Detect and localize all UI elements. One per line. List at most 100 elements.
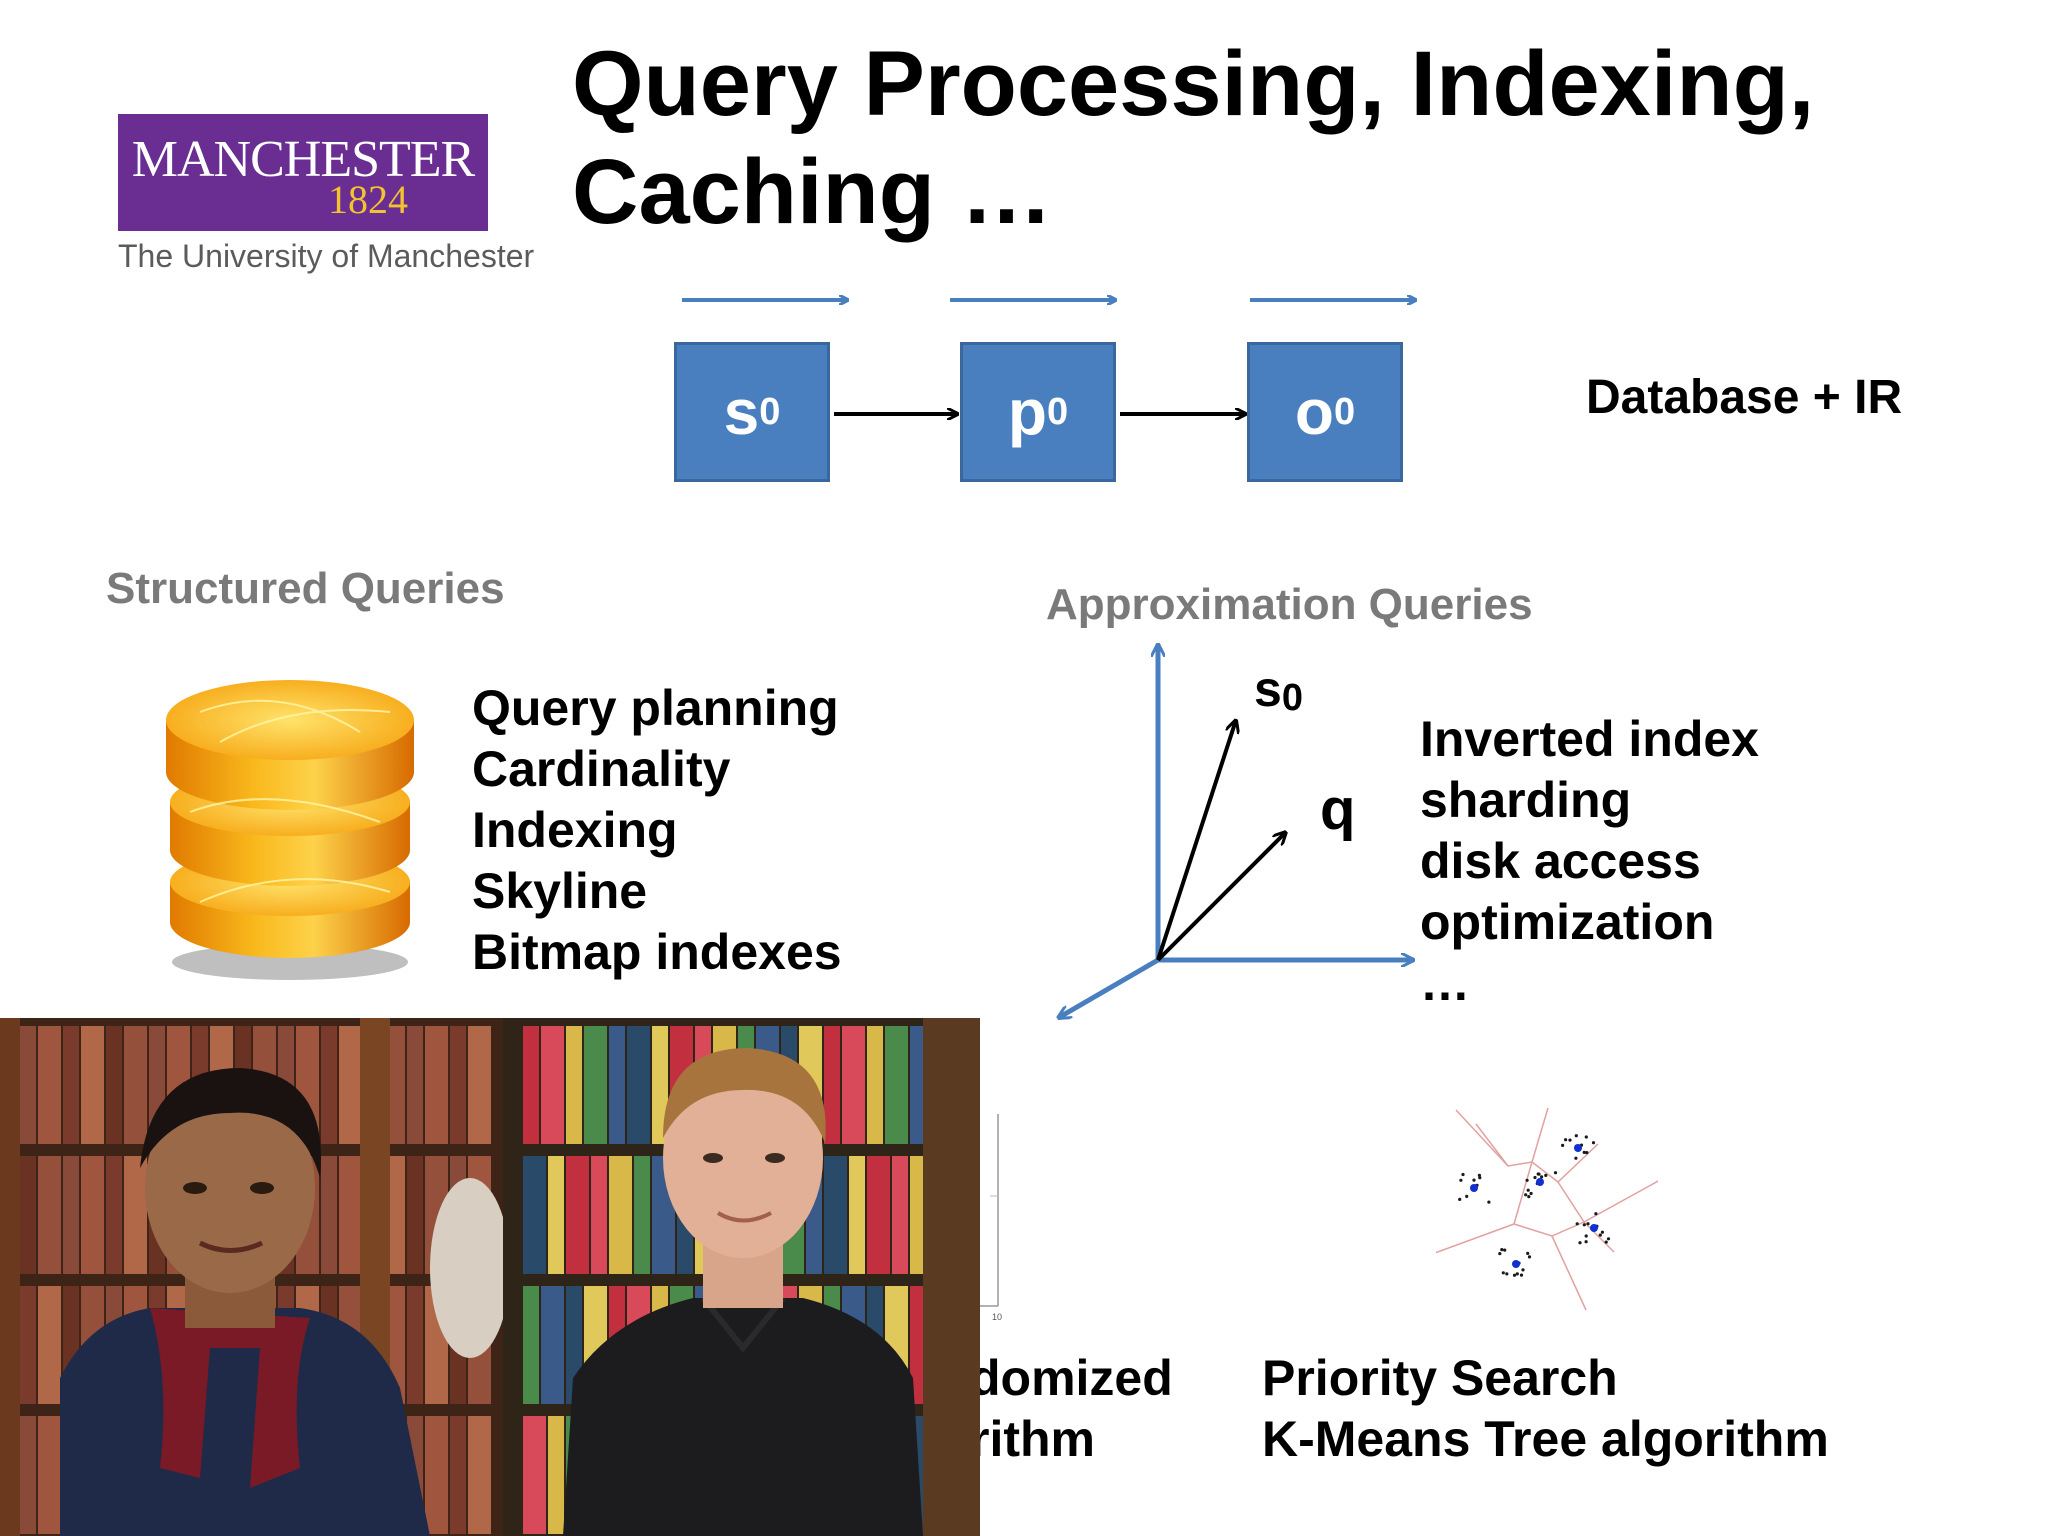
vector-s0 bbox=[1156, 720, 1236, 961]
book-spine bbox=[548, 1416, 564, 1534]
structured-heading: Structured Queries bbox=[106, 564, 505, 613]
book-spine bbox=[910, 1026, 926, 1144]
book-spine bbox=[20, 1286, 36, 1404]
book-spine bbox=[425, 1416, 448, 1534]
book-spine bbox=[339, 1156, 362, 1274]
hidden-chart-frame bbox=[980, 1114, 999, 1307]
scatter-dot bbox=[1459, 1178, 1463, 1182]
book-spine bbox=[81, 1156, 104, 1274]
scatter-dot bbox=[1525, 1178, 1529, 1182]
book-spine bbox=[407, 1156, 423, 1274]
book-spine bbox=[20, 1156, 36, 1274]
list-item: optimization bbox=[1420, 894, 1715, 950]
scatter-dot bbox=[1584, 1135, 1588, 1139]
book-spine bbox=[106, 1156, 122, 1274]
vector-q bbox=[1156, 832, 1286, 962]
scatter-dot bbox=[1594, 1212, 1598, 1216]
person-photo-1 bbox=[0, 1018, 503, 1536]
scatter-dot bbox=[1498, 1252, 1502, 1256]
book-spine bbox=[566, 1026, 582, 1144]
title-line-1: Query Processing, Indexing, bbox=[572, 33, 1815, 135]
scatter-dot bbox=[1600, 1230, 1604, 1234]
logo-subtitle: The University of Manchester bbox=[118, 238, 535, 274]
book-spine bbox=[63, 1026, 79, 1144]
priority-line-2: K-Means Tree algorithm bbox=[1262, 1411, 1829, 1467]
university-logo: MANCHESTER 1824 bbox=[118, 114, 488, 231]
scatter-dot bbox=[1527, 1255, 1532, 1259]
scatter-dot bbox=[1591, 1141, 1596, 1145]
scatter-dot bbox=[1586, 1222, 1590, 1226]
scatter-dot bbox=[1472, 1178, 1476, 1182]
logo-name: MANCHESTER bbox=[131, 131, 475, 188]
book-spine bbox=[106, 1026, 122, 1144]
book-spine bbox=[591, 1156, 607, 1274]
predicate-letter: p bbox=[1007, 376, 1047, 448]
subject-letter: s bbox=[723, 376, 760, 448]
approximation-list: Inverted index sharding disk access opti… bbox=[1420, 709, 1759, 1014]
book-spine bbox=[548, 1156, 564, 1274]
book-spine bbox=[541, 1286, 564, 1404]
book-spine bbox=[38, 1026, 61, 1144]
book-spine bbox=[523, 1416, 546, 1534]
object-sub: 0 bbox=[1333, 390, 1356, 433]
book-spine bbox=[609, 1156, 632, 1274]
scatter-dot bbox=[1465, 1194, 1469, 1198]
scatter-dot bbox=[1477, 1173, 1481, 1177]
book-spine bbox=[321, 1156, 337, 1274]
randomized-text: domized rithm bbox=[970, 1348, 1173, 1470]
scatter-dot bbox=[1458, 1197, 1462, 1201]
scatter-dot bbox=[1584, 1234, 1588, 1238]
partial-line-1: domized bbox=[970, 1350, 1173, 1406]
scatter-dot bbox=[1553, 1171, 1558, 1175]
scatter-dot bbox=[1564, 1138, 1568, 1142]
kmeans-voronoi-icon bbox=[1436, 1107, 1658, 1311]
book-spine bbox=[124, 1026, 147, 1144]
book-spine bbox=[652, 1026, 668, 1144]
list-item: Bitmap indexes bbox=[472, 924, 842, 980]
s0-sub: 0 bbox=[1281, 677, 1303, 719]
scatter-dot bbox=[1501, 1271, 1505, 1275]
book-spine bbox=[38, 1156, 61, 1274]
s0-letter: s bbox=[1254, 661, 1282, 717]
book-spine bbox=[81, 1026, 104, 1144]
list-item: Cardinality bbox=[472, 741, 731, 797]
book-spine bbox=[523, 1286, 539, 1404]
scatter-dot bbox=[1584, 1240, 1588, 1244]
person-photo-2 bbox=[503, 1018, 980, 1536]
book-spine bbox=[584, 1026, 607, 1144]
scatter-dot bbox=[1533, 1175, 1537, 1180]
book-spine bbox=[566, 1156, 589, 1274]
scatter-dot bbox=[1582, 1223, 1586, 1227]
object-letter: o bbox=[1294, 376, 1334, 448]
book-spine bbox=[38, 1416, 61, 1534]
book-spine bbox=[339, 1026, 362, 1144]
partial-line-2: rithm bbox=[970, 1411, 1095, 1467]
scatter-dot bbox=[1505, 1272, 1509, 1276]
list-item: Indexing bbox=[472, 802, 678, 858]
scatter-dot bbox=[1578, 1241, 1582, 1245]
scatter-dot bbox=[1521, 1268, 1525, 1272]
book-spine bbox=[867, 1156, 890, 1274]
scatter-dot bbox=[1527, 1195, 1531, 1199]
book-spine bbox=[468, 1416, 491, 1534]
vector-q-label: q bbox=[1320, 777, 1356, 842]
list-item: Inverted index bbox=[1420, 711, 1759, 767]
scatter-dot bbox=[1561, 1143, 1565, 1147]
scatter-dot bbox=[1524, 1193, 1528, 1197]
book-spine bbox=[842, 1026, 865, 1144]
book-spine bbox=[450, 1026, 466, 1144]
book-spine bbox=[824, 1156, 847, 1274]
book-spine bbox=[885, 1026, 908, 1144]
logo-year: 1824 bbox=[328, 177, 408, 222]
scatter-dot bbox=[1503, 1248, 1507, 1252]
chart-tick-label: 10 bbox=[992, 1312, 1003, 1322]
book-spine bbox=[468, 1026, 491, 1144]
book-spine bbox=[824, 1026, 840, 1144]
scatter-dot bbox=[1540, 1175, 1544, 1179]
list-item: sharding bbox=[1420, 772, 1632, 828]
book-spine bbox=[892, 1156, 908, 1274]
book-spine bbox=[321, 1026, 337, 1144]
scatter-dot bbox=[1574, 1156, 1578, 1160]
